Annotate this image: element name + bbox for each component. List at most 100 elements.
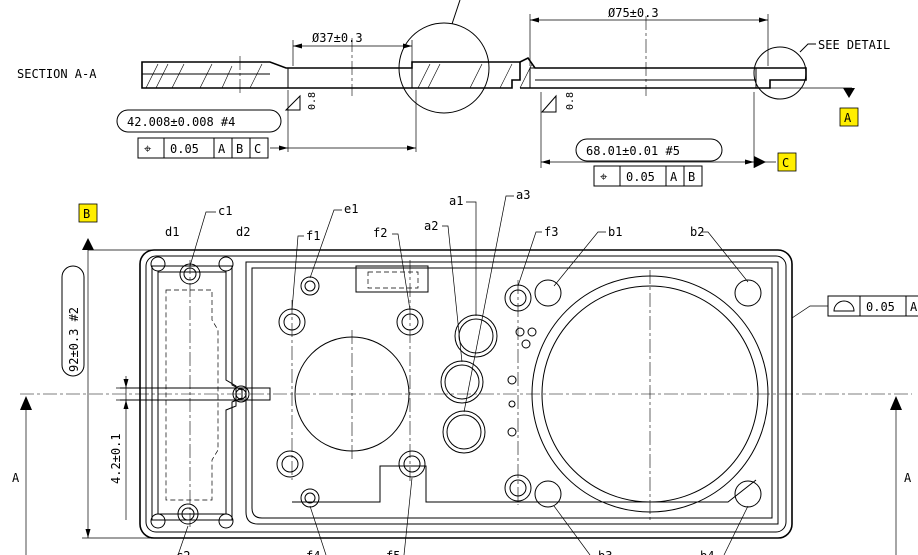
chamfer-symbol-right: 0.8 xyxy=(540,92,576,113)
dim-92-text: 92±0.3 #2 xyxy=(67,307,81,372)
label-b1: b1 xyxy=(608,225,622,239)
detail-circle-left xyxy=(398,22,490,114)
datum-a-text: A xyxy=(844,111,852,125)
svg-text:A: A xyxy=(670,170,678,184)
pin-5 xyxy=(508,400,516,408)
dim-37-text: Ø37±0.3 xyxy=(312,31,363,45)
dimension-42: 42.008±0.008 #4 xyxy=(116,90,417,152)
left-slot-inner xyxy=(157,271,237,515)
pin-1 xyxy=(515,327,525,337)
hole-d2 xyxy=(218,256,234,272)
top-slot xyxy=(355,265,429,293)
section-label: SECTION A-A xyxy=(17,67,97,81)
svg-text:0.05: 0.05 xyxy=(626,170,655,184)
feature-control-frame-left: ⌖ 0.05 A B C xyxy=(137,137,269,159)
hole-c2 xyxy=(177,503,199,525)
dimension-dia-37: Ø37±0.3 xyxy=(292,31,413,66)
hole-b3 xyxy=(534,480,562,508)
see-detail-text: SEE DETAIL xyxy=(818,38,890,52)
datum-b-triangle xyxy=(82,238,94,250)
feature-control-frame-right: ⌖ 0.05 A B xyxy=(593,165,703,187)
dim-68-frame xyxy=(575,138,723,162)
center-slot-hole xyxy=(232,385,250,403)
top-slot-hidden xyxy=(367,271,419,289)
label-c1: c1 xyxy=(218,204,232,218)
profile-tol-text: 0.05 xyxy=(866,300,895,314)
dim-68-text: 68.01±0.01 #5 xyxy=(586,144,680,158)
label-a3: a3 xyxy=(516,188,530,202)
label-f3: f3 xyxy=(544,225,558,239)
dim-75-text: Ø75±0.3 xyxy=(608,6,659,20)
pin-2 xyxy=(527,327,537,337)
label-b3: b3 xyxy=(598,549,612,555)
step-line xyxy=(292,465,757,503)
fcf-left-a: A xyxy=(218,142,226,156)
detail-leader-right xyxy=(799,43,816,53)
dim-42-text: 42.008±0.008 #4 xyxy=(127,115,235,129)
dim-42-frame xyxy=(116,109,282,133)
section-arrow-left-text: A xyxy=(12,471,20,485)
main-pocket xyxy=(245,261,779,525)
fcf-left-b: B xyxy=(236,142,243,156)
hole-a3 xyxy=(442,410,486,454)
label-b4: b4 xyxy=(700,549,714,555)
datum-b-tag xyxy=(78,203,98,223)
label-f4: f4 xyxy=(306,549,320,555)
hole-a2 xyxy=(440,360,484,404)
label-a2: a2 xyxy=(424,219,438,233)
label-d2: d2 xyxy=(236,225,250,239)
dim-4-2-text: 4.2±0.1 xyxy=(109,433,123,484)
plan-view: B A A xyxy=(12,188,918,555)
label-f5: f5 xyxy=(386,549,400,555)
section-arrow-right: A xyxy=(890,396,912,555)
datum-c-text: C xyxy=(782,156,789,170)
left-slot-region xyxy=(151,265,243,521)
chamfer-symbol-left: 0.8 xyxy=(284,92,318,111)
pin-4 xyxy=(507,375,517,385)
hole-d3 xyxy=(150,513,166,529)
dimension-dia-75: Ø75±0.3 xyxy=(529,6,769,66)
hole-e2 xyxy=(300,488,320,508)
section-a-a-view: SECTION A-A SEE DETA xyxy=(17,0,890,187)
svg-text:0.8: 0.8 xyxy=(307,92,318,110)
hole-d4 xyxy=(218,513,234,529)
hole-b4 xyxy=(734,480,762,508)
leader-labels: c1 d1 d2 e1 f1 f2 a1 a2 a3 f3 b1 b2 c2 f… xyxy=(165,188,749,555)
datum-c-tag xyxy=(777,152,797,172)
hole-e1 xyxy=(300,276,320,296)
datum-a-tag xyxy=(839,107,859,127)
label-a1: a1 xyxy=(449,194,463,208)
detail-circle-right xyxy=(753,46,807,100)
label-b2: b2 xyxy=(690,225,704,239)
section-arrow-left: A xyxy=(12,396,32,555)
label-f2: f2 xyxy=(373,226,387,240)
fcf-left-c: C xyxy=(254,142,261,156)
section-profile-left xyxy=(141,61,521,89)
section-hatching xyxy=(145,63,533,89)
fcf-left-tol: 0.05 xyxy=(170,142,199,156)
hole-b1 xyxy=(534,279,562,307)
left-pocket-hidden xyxy=(165,289,219,501)
datum-b-text: B xyxy=(83,207,90,221)
hole-f4 xyxy=(276,450,304,478)
dimension-68: 68.01±0.01 #5 C xyxy=(540,92,797,172)
center-slot xyxy=(120,387,271,401)
detail-leader-left xyxy=(451,0,461,25)
svg-text:0.8: 0.8 xyxy=(565,92,576,110)
profile-symbol-icon xyxy=(833,300,855,312)
pin-6 xyxy=(507,427,517,437)
pin-3 xyxy=(521,339,531,349)
dimension-4-2: 4.2±0.1 xyxy=(109,376,140,520)
dim-92-frame xyxy=(61,265,85,377)
label-d1: d1 xyxy=(165,225,179,239)
bore-37 xyxy=(287,67,413,89)
main-pocket-inner xyxy=(251,267,773,519)
profile-tol-extra: A xyxy=(910,300,918,314)
profile-tolerance-frame: 0.05 A xyxy=(791,295,918,319)
section-profile-right xyxy=(519,56,807,89)
svg-text:B: B xyxy=(688,170,695,184)
section-arrow-right-text: A xyxy=(904,471,912,485)
fcf-left-symbol: ⌖ xyxy=(144,142,152,157)
datum-a-marker: A xyxy=(770,87,859,127)
